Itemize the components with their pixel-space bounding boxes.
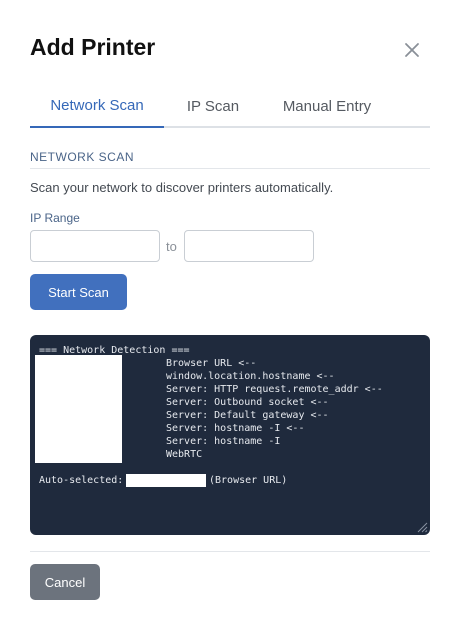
log-line: Server: hostname -I: [166, 436, 281, 447]
tab-manual-entry[interactable]: Manual Entry: [264, 86, 390, 128]
log-line: Server: Outbound socket <--: [166, 397, 329, 408]
section-title: NETWORK SCAN: [30, 150, 135, 164]
tab-bar: Network Scan IP Scan Manual Entry: [30, 86, 430, 128]
resize-grip-icon[interactable]: [416, 521, 428, 533]
detection-log-textarea[interactable]: === Network Detection === Browser URL <-…: [30, 335, 430, 535]
scan-description: Scan your network to discover printers a…: [30, 180, 334, 195]
dialog-title: Add Printer: [30, 34, 156, 60]
tab-network-scan[interactable]: Network Scan: [30, 86, 164, 128]
auto-selected-label: Auto-selected:: [39, 475, 124, 486]
range-separator-text: to: [166, 239, 177, 254]
log-line: Browser URL <--: [166, 358, 257, 369]
log-line: Server: Default gateway <--: [166, 410, 329, 421]
log-line: WebRTC: [166, 449, 203, 460]
log-line: Server: hostname -I <--: [166, 423, 305, 434]
auto-selected-source: (Browser URL): [209, 475, 288, 486]
footer-divider: [30, 551, 430, 552]
ip-range-label: IP Range: [30, 211, 80, 225]
redacted-block: [35, 355, 122, 463]
ip-range-start-input[interactable]: [30, 230, 160, 262]
ip-range-end-input[interactable]: [184, 230, 314, 262]
cancel-button[interactable]: Cancel: [30, 564, 100, 600]
close-icon: [405, 43, 419, 57]
redacted-value: [126, 474, 206, 487]
tab-ip-scan[interactable]: IP Scan: [164, 86, 262, 128]
log-header: === Network Detection ===: [39, 345, 190, 356]
log-line: window.location.hostname <--: [166, 371, 335, 382]
section-divider: [30, 168, 430, 169]
close-button[interactable]: [398, 38, 426, 62]
log-line: Server: HTTP request.remote_addr <--: [166, 384, 383, 395]
start-scan-button[interactable]: Start Scan: [30, 274, 127, 310]
